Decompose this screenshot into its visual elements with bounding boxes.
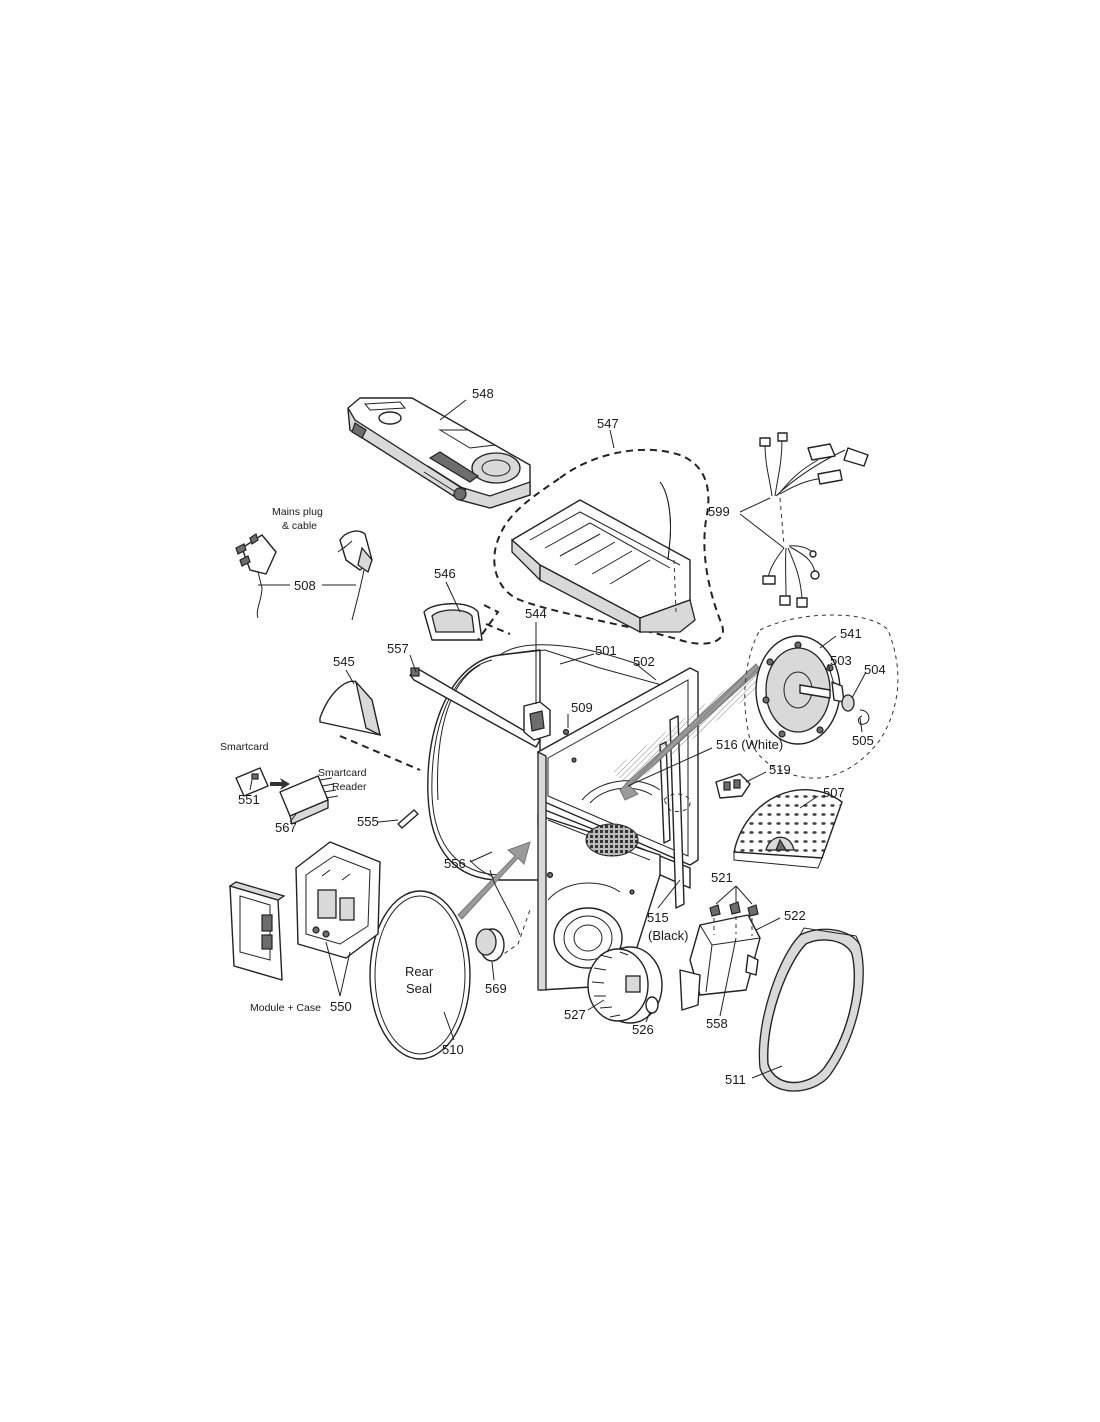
callout-515: 515	[647, 910, 669, 925]
part-544-switch	[523, 622, 551, 741]
part-547-dispenser-group	[493, 448, 724, 645]
callout-505: 505	[852, 733, 874, 748]
part-541-bearing-housing	[744, 614, 899, 779]
part-519-connector	[663, 773, 751, 813]
callout-555: 555	[357, 814, 379, 829]
callout-599: 599	[708, 504, 730, 519]
part-522-heater-bracket	[679, 901, 761, 1011]
callout-519: 519	[769, 762, 791, 777]
callout-522: 522	[784, 908, 806, 923]
callout-521: 521	[711, 870, 733, 885]
part-507-grille-disc	[733, 789, 843, 869]
callout-567: 567	[275, 820, 297, 835]
part-508-mains-plug	[235, 530, 373, 621]
callout-545: 545	[333, 654, 355, 669]
callout-511: 511	[725, 1072, 746, 1087]
callout-503: 503	[830, 653, 852, 668]
callout-558: 558	[706, 1016, 728, 1031]
callout-510: 510	[442, 1042, 464, 1057]
callout-504: 504	[864, 662, 886, 677]
callout-546: 546	[434, 566, 456, 581]
callout-515-black: (Black)	[648, 928, 688, 943]
part-511-back-cover	[758, 927, 864, 1092]
leader-lines	[249, 399, 867, 1079]
callout-501: 501	[595, 643, 617, 658]
caption-smartcard: Smartcard	[220, 741, 269, 753]
callout-502: 502	[633, 654, 655, 669]
callout-527: 527	[564, 1007, 586, 1022]
callout-550: 550	[330, 999, 352, 1014]
callout-556: 556	[444, 856, 466, 871]
captions: Mains plug & cable Smartcard Smartcard R…	[220, 506, 434, 1014]
callout-548: 548	[472, 386, 494, 401]
part-510-rear-seal	[369, 890, 471, 1060]
part-545-side-cover	[319, 679, 421, 771]
callout-516: 516 (White)	[716, 737, 783, 752]
callout-547: 547	[597, 416, 619, 431]
part-550-module	[228, 841, 381, 981]
callout-541: 541	[840, 626, 862, 641]
caption-and-cable: & cable	[282, 520, 317, 532]
callout-569: 569	[485, 981, 507, 996]
part-527-fan-wheel	[587, 946, 663, 1024]
part-546-fascia	[423, 603, 511, 641]
callout-507: 507	[823, 785, 845, 800]
part-548-top-housing	[347, 397, 531, 509]
callout-509: 509	[571, 700, 593, 715]
caption-mains-plug: Mains plug	[272, 506, 323, 518]
callout-labels: 548 547 599 508 546 544 545 557 501 502 …	[238, 386, 886, 1087]
caption-module-case: Module + Case	[250, 1002, 321, 1014]
callout-544: 544	[525, 606, 547, 621]
callout-508: 508	[294, 578, 316, 593]
part-555-556-small	[397, 809, 521, 936]
caption-rear-seal-1: Rear	[405, 964, 434, 979]
callout-557: 557	[387, 641, 409, 656]
callout-526: 526	[632, 1022, 654, 1037]
part-599-wiring-harness	[759, 432, 869, 608]
caption-rear-seal-2: Seal	[406, 981, 432, 996]
part-501-drum	[427, 644, 681, 881]
caption-smartcard-reader-2: Reader	[332, 781, 367, 793]
callout-551: 551	[238, 792, 260, 807]
caption-smartcard-reader-1: Smartcard	[318, 767, 367, 779]
part-569-bearing	[475, 909, 531, 962]
part-567-smartcard-reader	[279, 775, 339, 825]
